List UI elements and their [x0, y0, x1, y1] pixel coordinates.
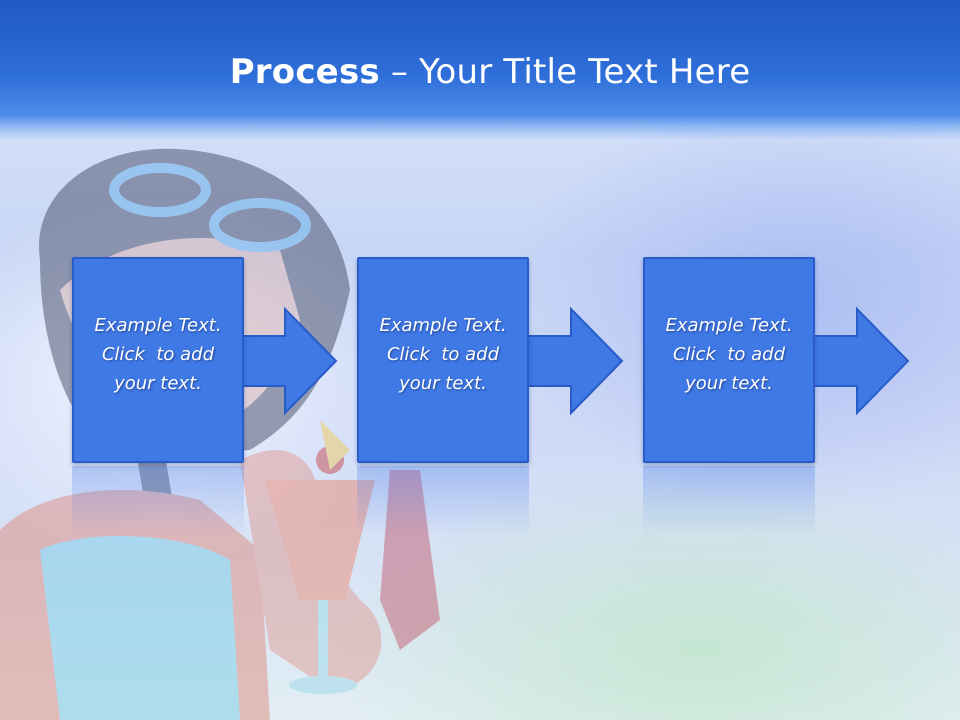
box-reflection	[72, 466, 244, 536]
step-text: Example Text. Click to add your text.	[74, 311, 242, 398]
step-line: Example Text.	[94, 315, 222, 336]
title-bold: Process	[229, 52, 380, 92]
step-box-1[interactable]: Example Text. Click to add your text.	[72, 257, 244, 463]
step-line: Example Text.	[379, 315, 507, 336]
box-reflection	[357, 466, 529, 536]
header-bar	[0, 0, 960, 140]
arrow-right-icon	[231, 306, 338, 416]
box-reflection	[643, 466, 815, 536]
step-line: Example Text.	[665, 315, 793, 336]
step-text: Example Text. Click to add your text.	[359, 311, 527, 398]
title-rest: – Your Title Text Here	[379, 52, 751, 92]
slide-title[interactable]: Process – Your Title Text Here	[0, 52, 960, 92]
step-line: Click to add	[386, 344, 499, 365]
step-line: your text.	[399, 373, 487, 394]
step-text: Example Text. Click to add your text.	[645, 311, 813, 398]
arrow-right-icon	[803, 306, 910, 416]
step-line: your text.	[114, 373, 202, 394]
step-line: Click to add	[101, 344, 214, 365]
arrow-right-icon	[517, 306, 624, 416]
step-box-2[interactable]: Example Text. Click to add your text.	[357, 257, 529, 463]
step-line: Click to add	[672, 344, 785, 365]
step-line: your text.	[685, 373, 773, 394]
step-box-3[interactable]: Example Text. Click to add your text.	[643, 257, 815, 463]
